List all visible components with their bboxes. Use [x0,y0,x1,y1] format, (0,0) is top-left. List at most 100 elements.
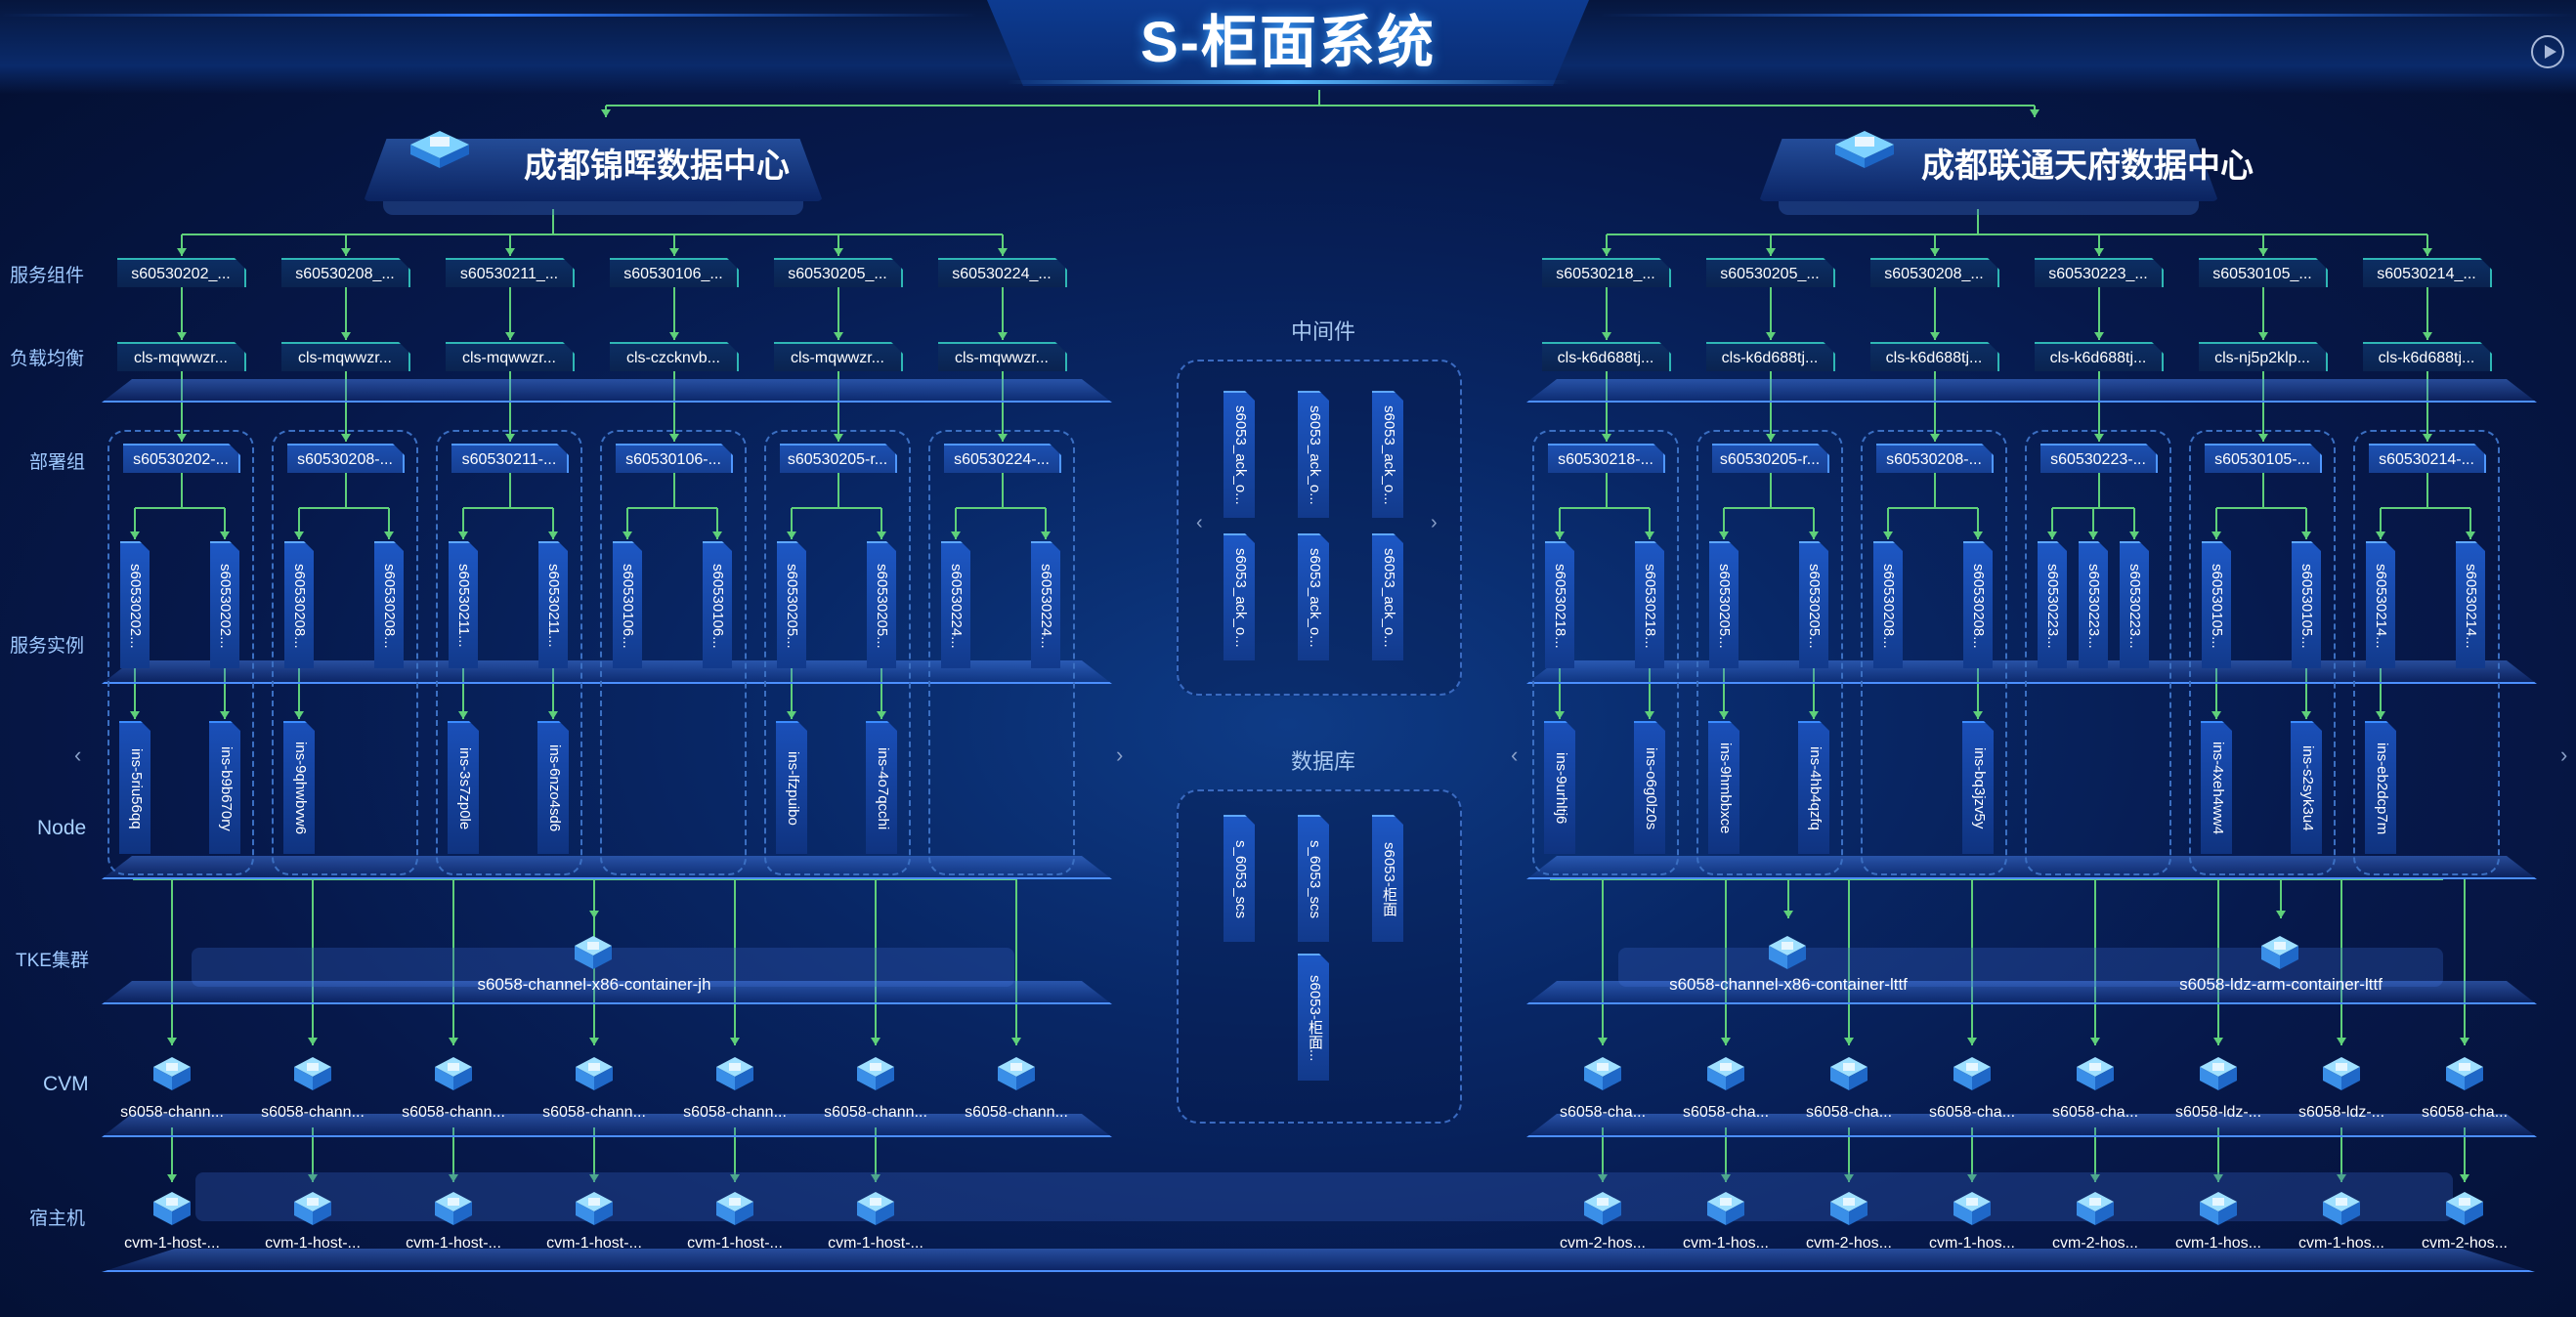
node-box[interactable]: ins-o6g0lz0s [1634,721,1665,854]
service-component-box[interactable]: s60530208_... [1870,258,1999,287]
load-balancer-box[interactable]: cls-nj5p2klp... [2199,342,2328,371]
deploy-group-box[interactable]: s60530205-r... [1712,444,1829,473]
deploy-group-box[interactable]: s60530205-r... [780,444,897,473]
host-label[interactable]: cvm-1-hos... [2297,1235,2384,1252]
node-box[interactable]: ins-9hmbbxce [1708,721,1739,854]
service-instance-box[interactable]: s60530205... [1709,541,1739,668]
host-label[interactable]: cvm-2-hos... [2051,1235,2138,1252]
service-component-box[interactable]: s60530218_... [1542,258,1671,287]
cvm-label[interactable]: s6058-cha... [1805,1104,1893,1121]
node-box[interactable]: ins-eb2dcp7m [2365,721,2396,854]
middleware-item[interactable]: s6053_ack_o... [1372,533,1403,660]
cluster-label[interactable]: s6058-channel-x86-container-jh [477,975,711,994]
service-instance-box[interactable]: s60530223... [2120,541,2149,668]
deploy-group-box[interactable]: s60530224-... [944,444,1061,473]
host-label[interactable]: cvm-1-hos... [1928,1235,2015,1252]
node-box[interactable]: ins-6nzo4sd6 [537,721,569,854]
service-instance-box[interactable]: s60530205... [867,541,896,668]
service-instance-box[interactable]: s60530224... [941,541,970,668]
service-instance-box[interactable]: s60530208... [284,541,314,668]
cluster-label[interactable]: s6058-ldz-arm-container-lttf [2179,975,2383,994]
cvm-label[interactable]: s6058-chann... [542,1104,646,1121]
host-label[interactable]: cvm-1-host-... [828,1235,923,1252]
cvm-label[interactable]: s6058-chann... [965,1104,1068,1121]
service-instance-box[interactable]: s60530205... [1799,541,1828,668]
node-box[interactable]: ins-4hb4qzfq [1798,721,1829,854]
right-prev-arrow[interactable]: ‹ [1511,743,1519,767]
service-instance-box[interactable]: s60530211... [449,541,478,668]
cvm-label[interactable]: s6058-chann... [120,1104,224,1121]
deploy-group-box[interactable]: s60530208-... [1876,444,1994,473]
service-instance-box[interactable]: s60530214... [2456,541,2485,668]
node-box[interactable]: ins-b9b670ry [209,721,240,854]
cvm-label[interactable]: s6058-cha... [2051,1104,2139,1121]
cvm-label[interactable]: s6058-chann... [824,1104,927,1121]
host-label[interactable]: cvm-1-host-... [124,1235,220,1252]
host-label[interactable]: cvm-1-host-... [546,1235,642,1252]
service-instance-box[interactable]: s60530106... [613,541,642,668]
cvm-label[interactable]: s6058-cha... [2421,1104,2509,1121]
middleware-item[interactable]: s6053_ack_o... [1224,391,1255,518]
node-box[interactable]: ins-9urhltj6 [1544,721,1575,854]
load-balancer-box[interactable]: cls-mqwwzr... [938,342,1067,371]
service-instance-box[interactable]: s60530223... [2038,541,2067,668]
service-component-box[interactable]: s60530202_... [117,258,246,287]
service-instance-box[interactable]: s60530214... [2366,541,2395,668]
service-instance-box[interactable]: s60530105... [2292,541,2321,668]
cvm-label[interactable]: s6058-cha... [1928,1104,2016,1121]
load-balancer-box[interactable]: cls-czcknvb... [610,342,739,371]
load-balancer-box[interactable]: cls-k6d688tj... [1706,342,1835,371]
node-box[interactable]: ins-bq3jzv5y [1962,721,1994,854]
deploy-group-box[interactable]: s60530105-... [2205,444,2322,473]
service-instance-box[interactable]: s60530208... [1873,541,1903,668]
service-instance-box[interactable]: s60530202... [210,541,239,668]
service-component-box[interactable]: s60530106_... [610,258,739,287]
database-item[interactable]: s6053-柜面... [1298,954,1329,1081]
host-label[interactable]: cvm-1-host-... [406,1235,501,1252]
service-instance-box[interactable]: s60530218... [1545,541,1574,668]
load-balancer-box[interactable]: cls-mqwwzr... [281,342,410,371]
service-instance-box[interactable]: s60530211... [538,541,568,668]
play-icon[interactable] [2531,35,2564,68]
right-next-arrow[interactable]: › [2560,743,2568,767]
middleware-item[interactable]: s6053_ack_o... [1372,391,1403,518]
node-box[interactable]: ins-4xeh4ww4 [2201,721,2232,854]
service-instance-box[interactable]: s60530202... [120,541,150,668]
load-balancer-box[interactable]: cls-mqwwzr... [446,342,575,371]
service-component-box[interactable]: s60530205_... [774,258,903,287]
service-instance-box[interactable]: s60530223... [2079,541,2108,668]
node-box[interactable]: ins-s2syk3u4 [2291,721,2322,854]
load-balancer-box[interactable]: cls-mqwwzr... [774,342,903,371]
load-balancer-box[interactable]: cls-k6d688tj... [1542,342,1671,371]
deploy-group-box[interactable]: s60530211-... [451,444,569,473]
middleware-item[interactable]: s6053_ack_o... [1224,533,1255,660]
cvm-label[interactable]: s6058-chann... [402,1104,505,1121]
database-item[interactable]: s6053-柜面 [1372,815,1403,942]
deploy-group-box[interactable]: s60530214-... [2369,444,2486,473]
deploy-group-box[interactable]: s60530106-... [616,444,733,473]
node-box[interactable]: ins-9qhwbvw6 [283,721,315,854]
cvm-label[interactable]: s6058-ldz-... [2174,1104,2262,1121]
deploy-group-box[interactable]: s60530202-... [123,444,240,473]
cvm-label[interactable]: s6058-chann... [683,1104,787,1121]
cvm-label[interactable]: s6058-cha... [1559,1104,1647,1121]
node-box[interactable]: ins-5riu56qq [119,721,150,854]
load-balancer-box[interactable]: cls-k6d688tj... [2035,342,2164,371]
middleware-item[interactable]: s6053_ack_o... [1298,533,1329,660]
cvm-label[interactable]: s6058-ldz-... [2297,1104,2385,1121]
service-component-box[interactable]: s60530224_... [938,258,1067,287]
database-item[interactable]: s_6053_scs [1224,815,1255,942]
service-component-box[interactable]: s60530223_... [2035,258,2164,287]
database-item[interactable]: s_6053_scs [1298,815,1329,942]
host-label[interactable]: cvm-1-hos... [2174,1235,2261,1252]
node-box[interactable]: ins-4o7qcchi [866,721,897,854]
service-instance-box[interactable]: s60530218... [1635,541,1664,668]
load-balancer-box[interactable]: cls-k6d688tj... [1870,342,1999,371]
service-component-box[interactable]: s60530208_... [281,258,410,287]
deploy-group-box[interactable]: s60530208-... [287,444,405,473]
service-instance-box[interactable]: s60530208... [1963,541,1993,668]
service-component-box[interactable]: s60530205_... [1706,258,1835,287]
service-component-box[interactable]: s60530105_... [2199,258,2328,287]
middleware-next-arrow[interactable]: › [1431,512,1438,533]
cluster-label[interactable]: s6058-channel-x86-container-lttf [1669,975,1908,994]
